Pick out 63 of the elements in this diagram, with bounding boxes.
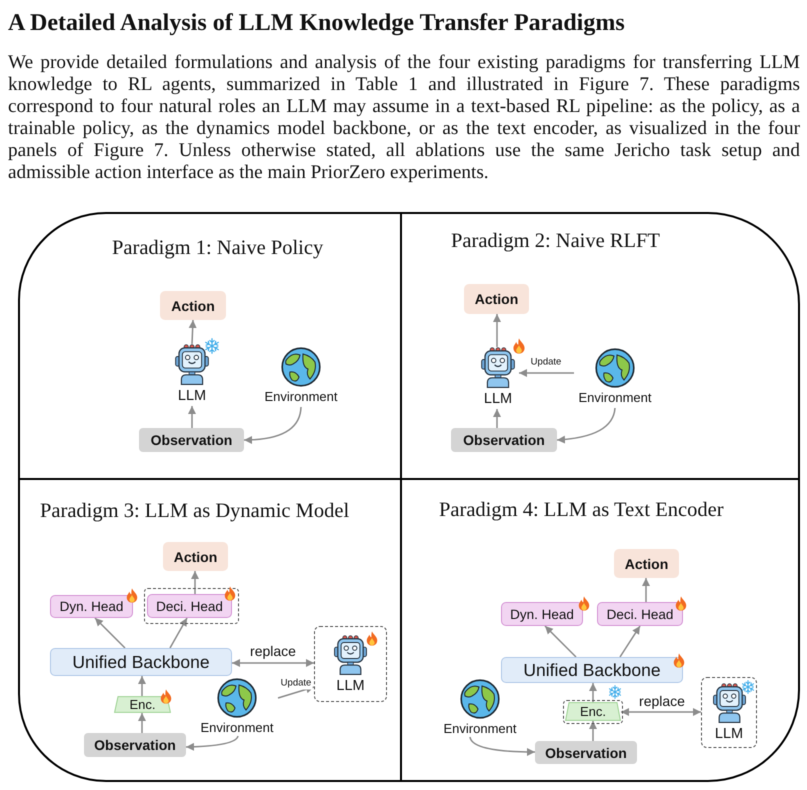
paragraph: We provide detailed formulations and analysis of the four existing paradigms for transferring LLM knowledge to RL agents, summarized in Table 1 and illustrated in Figure 7. These paradigms correspond to four natural roles an LLM may assume in a text-based RL pipeline: as the policy, as a trainable policy, as the dynamics model backbone, or as the text encoder, as visualized in the four panels of Figure 7. Unless otherwise stated, all ablations use the same Jericho task setup and admissible action interface as the main PriorZero experiments. bbox=[8, 52, 800, 184]
backbone-box: Unified Backbone bbox=[50, 648, 232, 676]
edge-label: replace bbox=[249, 642, 297, 660]
edge-label: Update bbox=[280, 678, 312, 690]
panel-title: Paradigm 1: Naive Policy bbox=[112, 236, 324, 260]
head-box: Dyn. Head bbox=[50, 595, 133, 618]
arrow bbox=[94, 617, 126, 649]
panel bbox=[400, 212, 800, 480]
edge-label: Update bbox=[530, 358, 562, 368]
panel-title: Paradigm 3: LLM as Dynamic Model bbox=[40, 499, 350, 523]
head-box: Deci. Head bbox=[147, 594, 232, 618]
action-box: Action bbox=[160, 291, 226, 320]
arrow bbox=[544, 625, 577, 658]
arrow bbox=[642, 578, 650, 602]
arrow bbox=[519, 369, 574, 377]
observation-box: Observation bbox=[139, 428, 244, 452]
arrow bbox=[589, 683, 597, 702]
dashed-frame bbox=[314, 626, 387, 702]
observation-box: Observation bbox=[535, 741, 637, 764]
arrow bbox=[138, 713, 146, 733]
arrow bbox=[188, 406, 196, 428]
node-label: LLM bbox=[178, 388, 206, 404]
curved-arrow bbox=[469, 736, 535, 756]
arrow bbox=[188, 320, 197, 344]
arrow bbox=[619, 626, 641, 658]
panel bbox=[18, 478, 402, 782]
panel bbox=[18, 212, 402, 480]
node-label: Environment bbox=[578, 390, 652, 406]
panel-title: Paradigm 4: LLM as Text Encoder bbox=[439, 498, 724, 522]
observation-box: Observation bbox=[84, 733, 186, 757]
node-label: Environment bbox=[200, 720, 274, 736]
arrow bbox=[169, 618, 188, 648]
dashed-frame bbox=[701, 677, 757, 748]
node-label: LLM bbox=[484, 391, 512, 407]
node-label: Environment bbox=[444, 721, 516, 737]
node-label: Environment bbox=[264, 389, 338, 405]
backbone-box: Unified Backbone bbox=[501, 657, 683, 683]
head-box: Deci. Head bbox=[597, 602, 683, 626]
section-heading: A Detailed Analysis of LLM Knowledge Transfer Paradigms bbox=[8, 10, 625, 37]
arrow bbox=[138, 676, 146, 696]
action-box: Action bbox=[163, 542, 228, 571]
double-arrow bbox=[621, 708, 701, 716]
node-label: LLM bbox=[714, 726, 744, 742]
encoder-trapezoid: Enc. bbox=[114, 696, 171, 713]
arrow bbox=[191, 571, 199, 594]
dashed-frame bbox=[144, 588, 239, 624]
observation-box: Observation bbox=[451, 428, 557, 452]
head-box: Dyn. Head bbox=[501, 602, 583, 626]
curved-arrow bbox=[556, 408, 616, 444]
curved-arrow bbox=[244, 406, 302, 444]
panel bbox=[400, 478, 800, 782]
double-arrow bbox=[232, 659, 314, 667]
arrow bbox=[493, 409, 501, 428]
action-box: Action bbox=[614, 549, 679, 578]
edge-label: replace bbox=[638, 692, 686, 710]
arrow bbox=[493, 314, 501, 347]
curved-arrow bbox=[186, 736, 239, 751]
encoder-trapezoid: Enc. bbox=[565, 702, 621, 721]
action-box: Action bbox=[464, 284, 529, 314]
arrow bbox=[589, 721, 597, 741]
panel-title: Paradigm 2: Naive RLFT bbox=[451, 229, 660, 253]
node-label: LLM bbox=[336, 678, 365, 694]
arrow bbox=[278, 686, 314, 699]
